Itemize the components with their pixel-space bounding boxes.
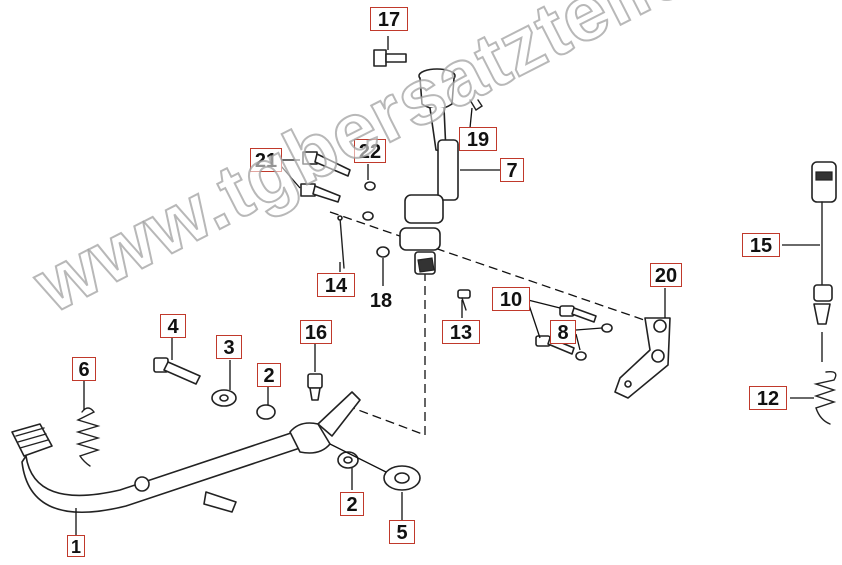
washer-2-upper (256, 404, 276, 420)
washer-5 (383, 465, 421, 491)
callout-13: 13 (442, 320, 480, 344)
callout-2-upper: 2 (257, 363, 281, 387)
callout-17: 17 (370, 7, 408, 31)
callout-2-lower: 2 (340, 492, 364, 516)
reservoir-7 (418, 68, 459, 201)
bracket-20 (614, 317, 671, 399)
brake-switch-15 (811, 161, 837, 325)
callout-3: 3 (216, 335, 242, 359)
washer-22 (362, 181, 376, 221)
assembly-dash-line (329, 211, 651, 323)
callout-20: 20 (650, 263, 682, 287)
grease-nipple-16 (307, 373, 323, 401)
master-cylinder (399, 194, 444, 275)
bolt-21-lower (300, 183, 341, 203)
leader-8 (575, 327, 603, 351)
washer-3 (211, 389, 237, 407)
bolt-17 (373, 49, 407, 67)
leader-21 (280, 159, 301, 189)
leader-10 (527, 299, 561, 339)
washer-18 (376, 246, 390, 258)
callout-16: 16 (300, 320, 332, 344)
leader-19 (469, 107, 473, 129)
callout-14: 14 (317, 273, 355, 297)
spring-12 (813, 370, 837, 425)
callout-1: 1 (67, 535, 85, 557)
callout-12: 12 (749, 386, 787, 410)
assembly-dash-line (344, 272, 426, 436)
axle-line (329, 443, 387, 473)
callout-15: 15 (742, 233, 780, 257)
spring-6 (75, 407, 101, 467)
callout-4: 4 (160, 314, 186, 338)
callout-10: 10 (492, 287, 530, 311)
bolt-21-upper (302, 151, 351, 177)
bolt-4 (153, 357, 201, 385)
callout-5: 5 (389, 520, 415, 544)
pin-14 (337, 215, 345, 269)
washer-2-lower (337, 451, 359, 469)
callout-21: 21 (250, 148, 282, 172)
pin-13 (457, 289, 471, 311)
clip-19 (469, 99, 483, 111)
callout-6: 6 (72, 357, 96, 381)
callout-22: 22 (354, 139, 386, 163)
callout-18: 18 (369, 290, 393, 312)
callout-19: 19 (459, 127, 497, 151)
callout-7: 7 (500, 158, 524, 182)
washer-8 (575, 323, 613, 361)
brake-pedal-1 (11, 391, 361, 513)
callout-8: 8 (550, 320, 576, 344)
